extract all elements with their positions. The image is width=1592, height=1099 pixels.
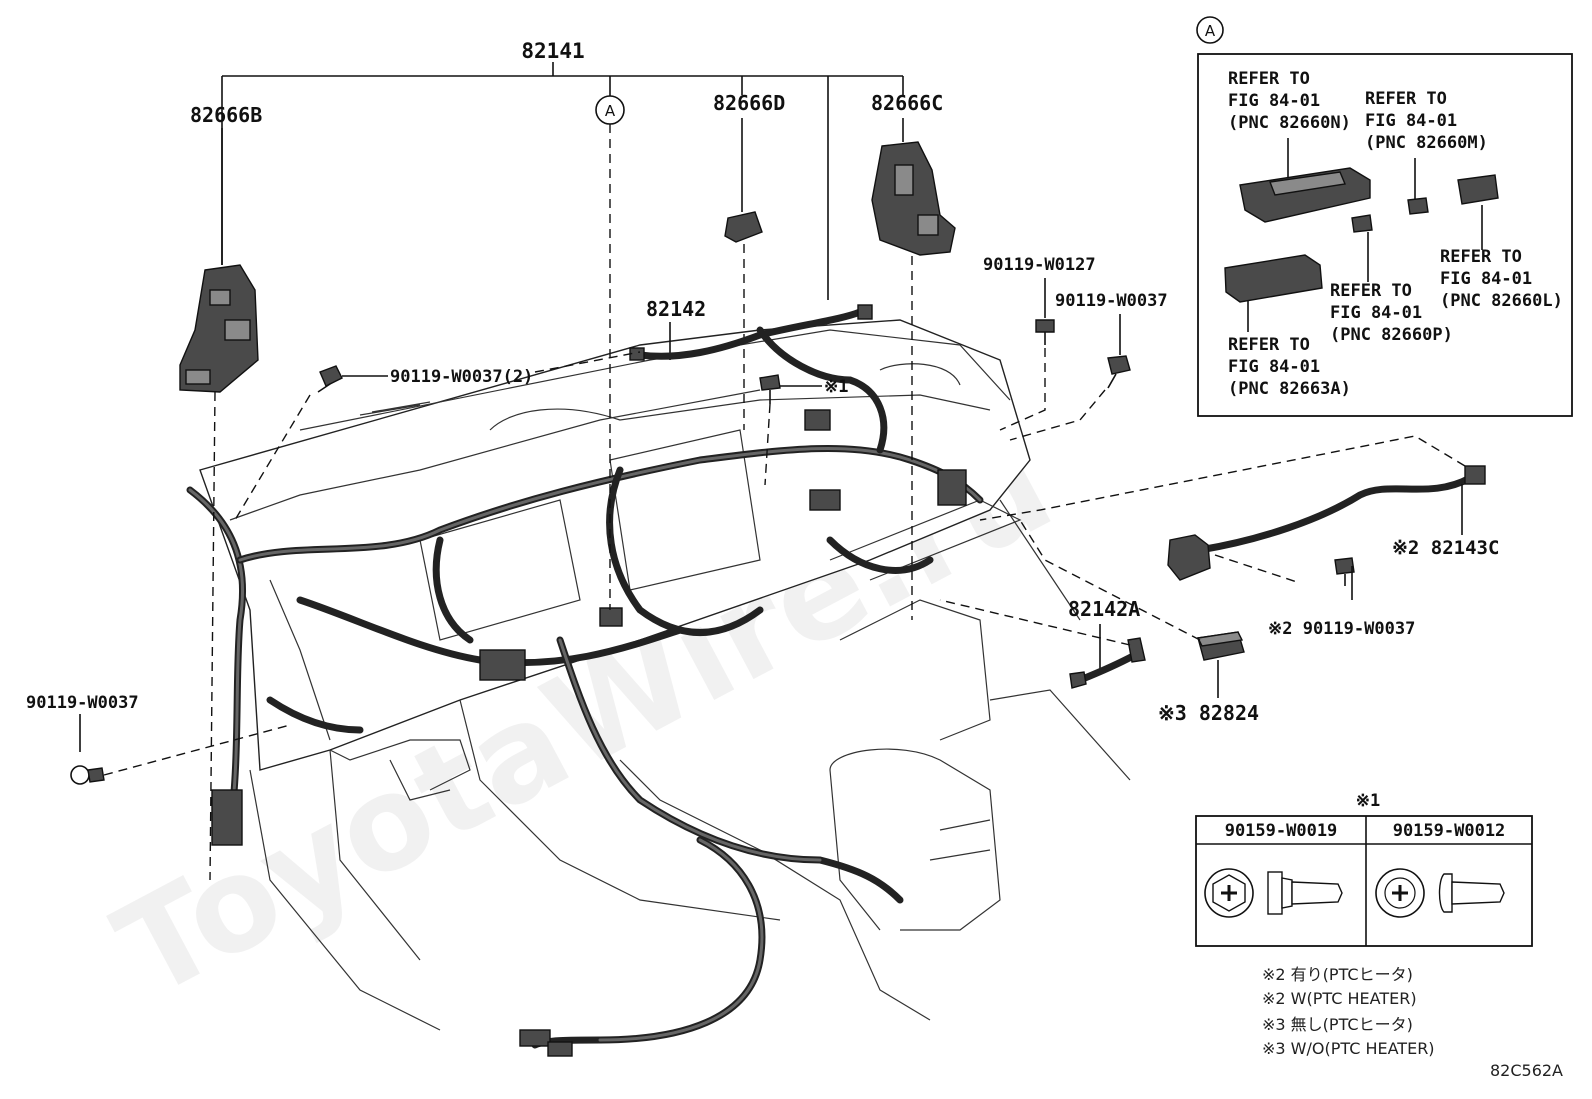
wire-harness-82141[interactable]: [186, 326, 984, 1057]
inset-part-82660P[interactable]: [1351, 214, 1373, 233]
bolt-90119-W0037-2[interactable]: [317, 365, 343, 393]
callout-82141[interactable]: 82141: [521, 39, 584, 63]
callout-82666D[interactable]: 82666D: [713, 91, 785, 115]
harness-connector-far-right: [937, 469, 967, 506]
harness-connector-center: [479, 649, 526, 681]
callout-90119-W0037-2[interactable]: 90119-W0037(2): [390, 367, 533, 387]
callout-82824[interactable]: ※3 82824: [1158, 701, 1259, 725]
inset-ref-82663A[interactable]: REFER TO FIG 84-01 (PNC 82663A): [1228, 335, 1351, 399]
callout-90119-W0037-left[interactable]: 90119-W0037: [26, 693, 139, 713]
svg-text:A: A: [605, 102, 616, 120]
harness-connector-lower-left: [211, 789, 243, 846]
callout-90119-W0127[interactable]: 90119-W0127: [983, 255, 1096, 275]
note-2: ※2 W(PTC HEATER): [1262, 989, 1417, 1008]
ref-marker-a[interactable]: A: [595, 95, 625, 125]
bolt-90119-W0127[interactable]: [1035, 319, 1055, 345]
callout-82142[interactable]: 82142: [646, 297, 706, 321]
bolt-table: ※1 90159-W0019 90159-W0012: [1195, 791, 1533, 947]
module-82666C[interactable]: [871, 141, 956, 256]
bolt-table-col2: 90159-W0012: [1393, 821, 1506, 841]
note-1: ※2 有り(PTCヒータ): [1262, 965, 1413, 984]
notes: ※2 有り(PTCヒータ) ※2 W(PTC HEATER) ※3 無し(PTC…: [1262, 965, 1435, 1058]
connector-82666D[interactable]: [724, 211, 763, 243]
wire-82143C[interactable]: [1167, 465, 1486, 581]
callout-82141-bracket: [221, 62, 904, 300]
callout-90119-W0037-note2[interactable]: ※2 90119-W0037: [1268, 619, 1415, 639]
callout-82666C[interactable]: 82666C: [871, 91, 943, 115]
callout-82143C[interactable]: ※2 82143C: [1392, 537, 1499, 559]
harness-connector-floor-1: [519, 1029, 551, 1047]
inset-part-82660L[interactable]: [1457, 174, 1499, 205]
bolt-90159-W0019-icon: [1204, 868, 1343, 918]
inset-ref-82660P[interactable]: REFER TO FIG 84-01 (PNC 82660P): [1330, 281, 1453, 345]
figure-code: 82C562A: [1490, 1061, 1563, 1080]
bolt-table-col1: 90159-W0019: [1225, 821, 1338, 841]
wire-82142A[interactable]: [1069, 637, 1146, 689]
note-3: ※3 無し(PTCヒータ): [1262, 1015, 1413, 1034]
callout-82666B[interactable]: 82666B: [190, 103, 262, 127]
inset-ref-82660M[interactable]: REFER TO FIG 84-01 (PNC 82660M): [1365, 89, 1488, 153]
callout-90119-W0037-right[interactable]: 90119-W0037: [1055, 291, 1168, 311]
wire-82142[interactable]: [629, 304, 873, 361]
callout-bolt-note1[interactable]: ※1: [824, 377, 848, 397]
harness-connector-top: [804, 409, 831, 431]
relay-82824[interactable]: [1196, 631, 1245, 661]
bolt-table-title: ※1: [1356, 791, 1380, 811]
inset-part-82663A[interactable]: [1224, 254, 1323, 303]
harness-connector-right: [809, 489, 841, 511]
module-82666B[interactable]: [179, 264, 259, 393]
inset-part-82660M[interactable]: [1407, 197, 1429, 215]
note-4: ※3 W/O(PTC HEATER): [1262, 1039, 1435, 1058]
inset-a: A REFER TO FIG 84-01 (PNC 82660N) REFER …: [1196, 16, 1573, 417]
bolt-90119-W0037-note2[interactable]: [1334, 557, 1355, 586]
callout-82142A[interactable]: 82142A: [1068, 597, 1140, 621]
harness-connector-mid: [599, 607, 623, 627]
inset-a-marker: A: [1205, 22, 1216, 40]
bolt-90119-W0037-right[interactable]: [1107, 355, 1131, 389]
inset-ref-82660L[interactable]: REFER TO FIG 84-01 (PNC 82660L): [1440, 247, 1563, 311]
bolt-90159-W0012-icon: [1375, 868, 1505, 918]
inset-ref-82660N[interactable]: REFER TO FIG 84-01 (PNC 82660N): [1228, 69, 1351, 133]
bolt-note1[interactable]: [759, 374, 781, 404]
harness-connector-floor-2: [547, 1041, 573, 1057]
bolt-90119-W0037-left[interactable]: [70, 765, 105, 785]
